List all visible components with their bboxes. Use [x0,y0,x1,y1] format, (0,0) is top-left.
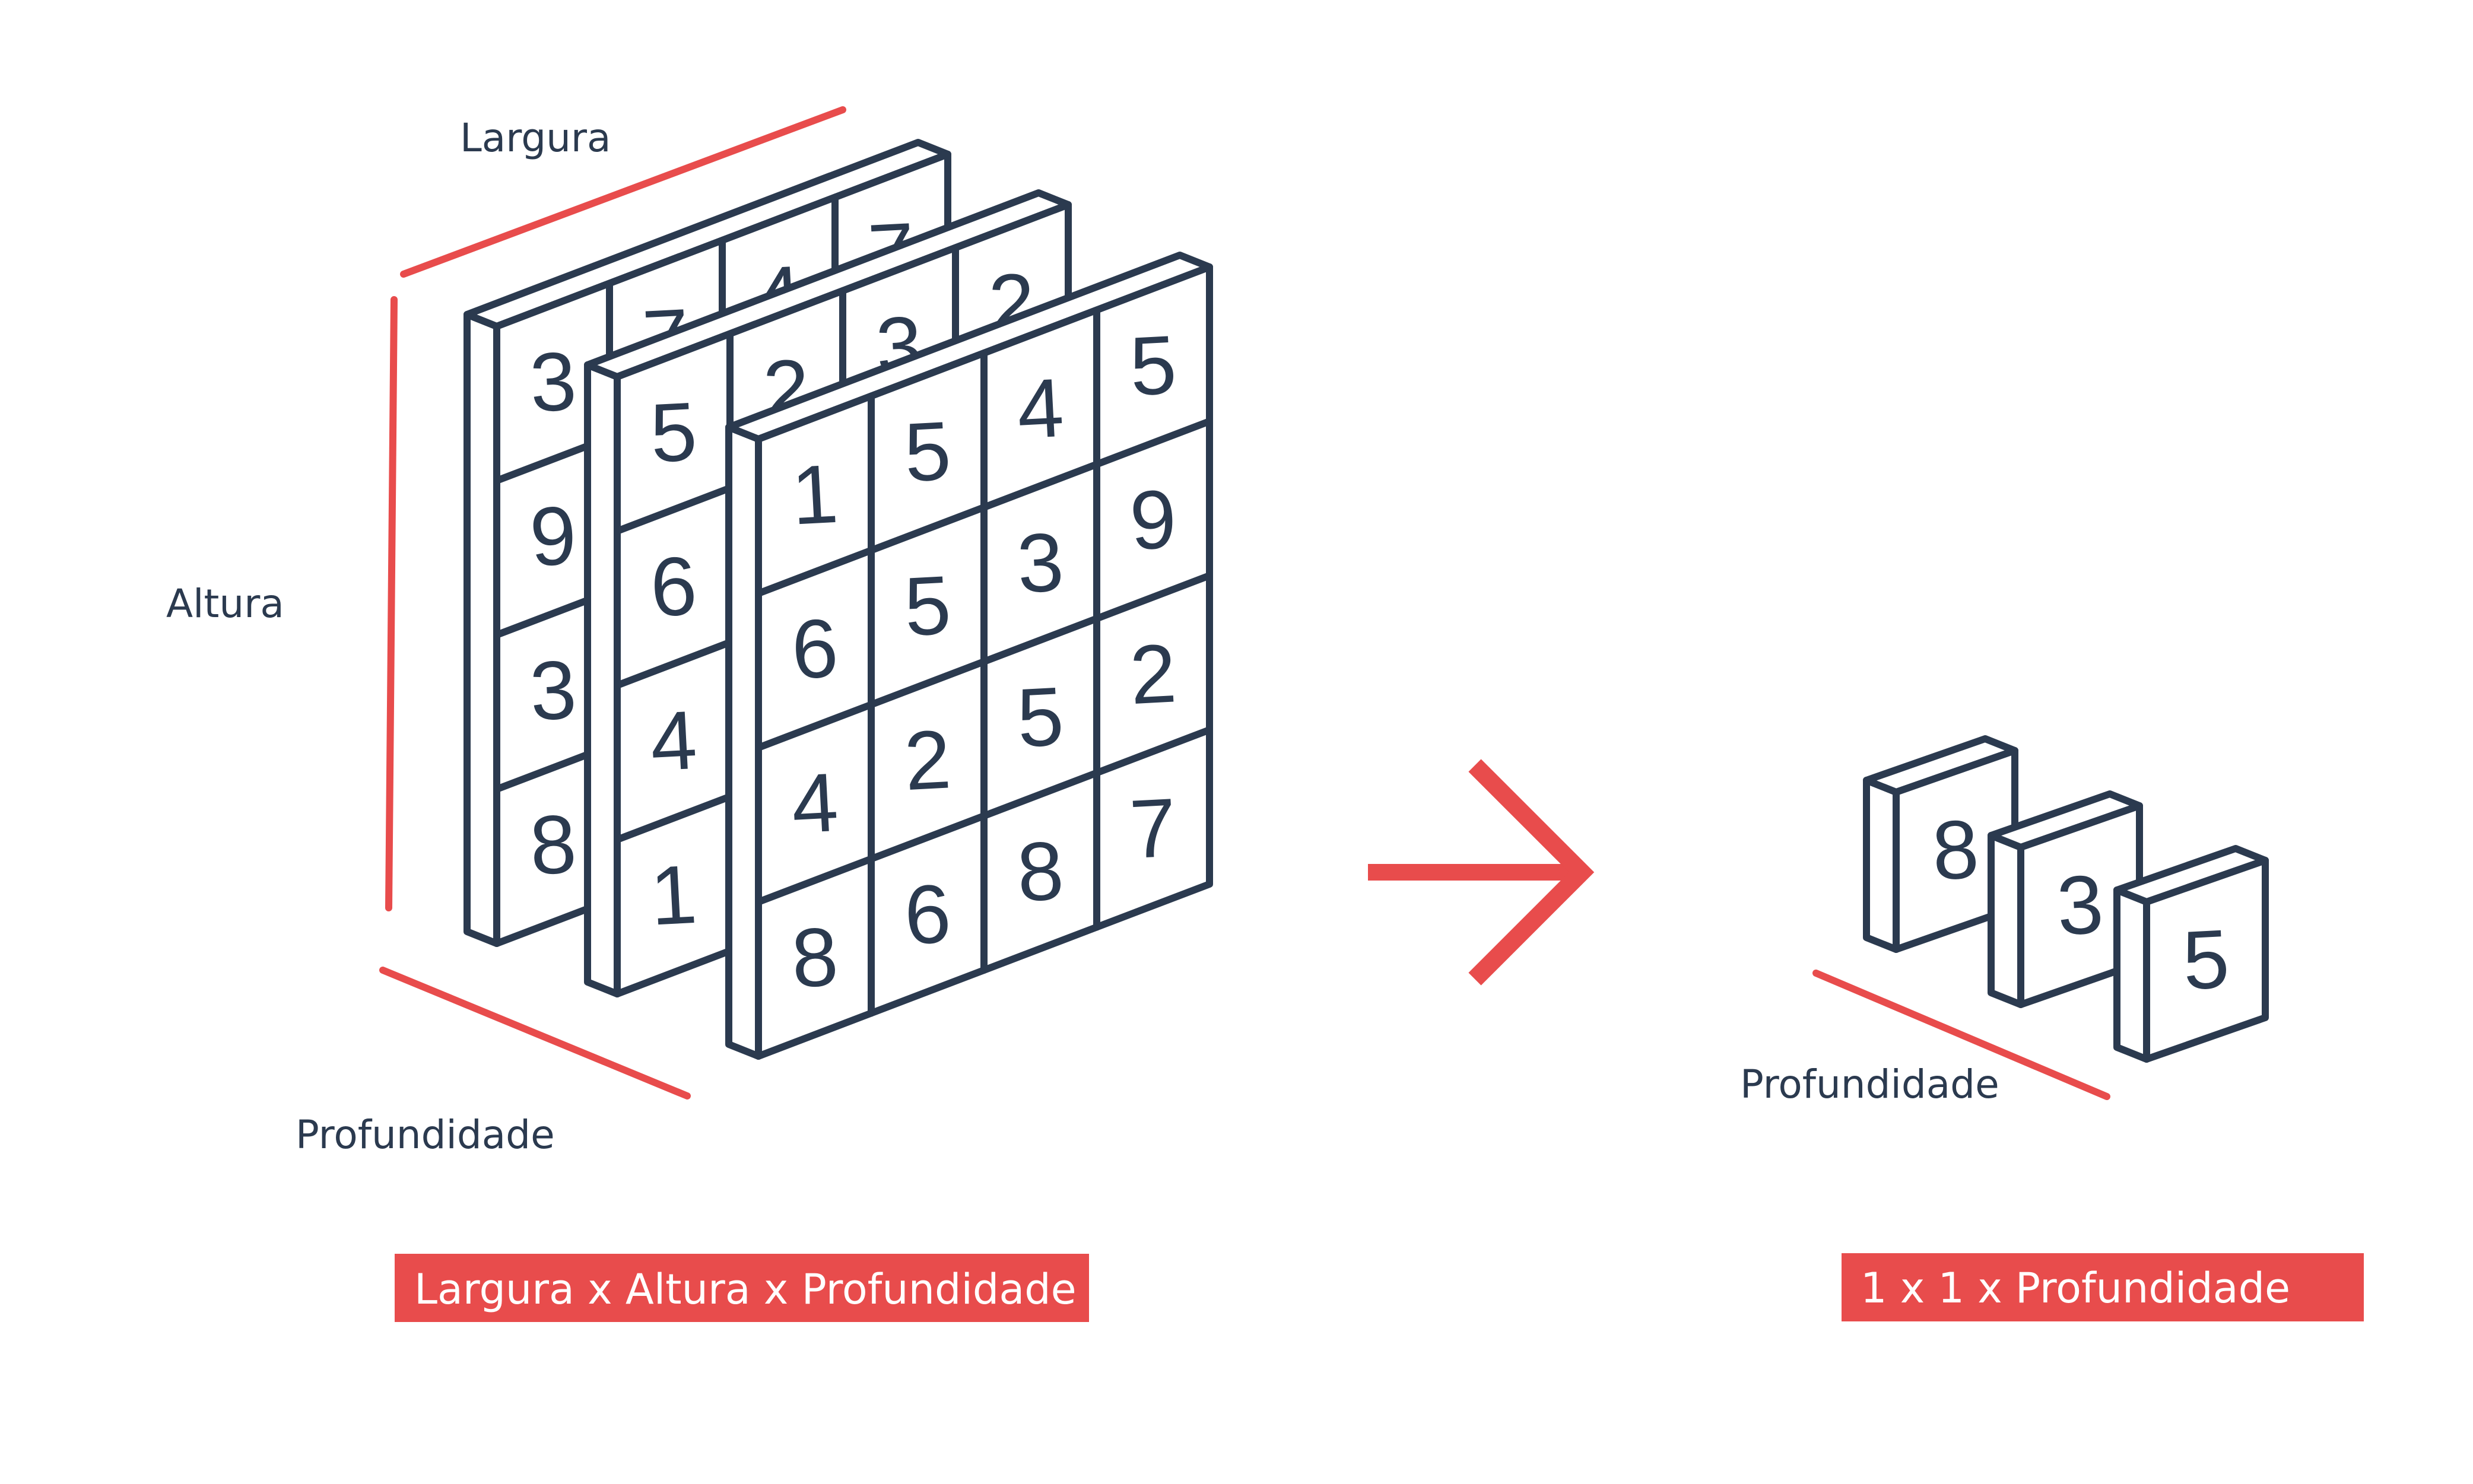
depth-label-right: Profundidade [1740,1062,1999,1107]
depth-dimension-line-left [379,967,691,1100]
output-value-block: 5 [2113,845,2269,1063]
panel-cell-value: 9 [1128,472,1179,567]
panel-cell-value: 4 [648,693,699,789]
panel-cell-value: 8 [528,797,579,892]
panel-cell-value: 8 [1015,824,1066,919]
panel-cell-value: 3 [1015,515,1066,611]
depth-label-left: Profundidade [296,1112,555,1158]
panel-cell-value: 1 [789,447,840,542]
panel-cell-value: 5 [648,384,699,480]
panel-cell-value: 5 [902,558,953,653]
block-front-face [2143,857,2269,1063]
block-side-face [1988,832,2024,1008]
panel-side-face [584,361,621,997]
panel-side-face [725,424,762,1060]
output-vector: 835 [1863,735,2269,1063]
panel-cell-value: 9 [528,488,579,584]
depth-dimension-line-right [1812,970,2110,1100]
panel-grid-row-line [755,572,1213,751]
panel-cell-value: 3 [528,643,579,738]
panel-cell-value: 5 [1015,669,1066,765]
block-side-face [2113,886,2150,1063]
panel-cell-value: 5 [902,403,953,499]
input-formula-text: Largura x Altura x Profundidade [414,1265,1077,1314]
panel-cell-value: 2 [902,712,953,808]
panel-cell-value: 6 [789,601,840,697]
output-value-block: 3 [1988,790,2143,1008]
block-value: 8 [1930,802,1981,898]
panel-cell-value: 4 [789,755,840,851]
output-formula-badge: 1 x 1 x Profundidade [1842,1253,2364,1321]
input-volume: 374793852326411545653942528687 [464,139,1213,1060]
output-formula-text: 1 x 1 x Profundidade [1861,1264,2290,1313]
block-side-face [1863,777,1900,953]
panel-cell-value: 4 [1015,361,1066,456]
panel-cell-value: 5 [1128,317,1179,413]
panel-grid-row-line [755,726,1213,905]
height-dimension-line [385,296,398,911]
width-dimension-line [400,106,846,278]
width-label: Largura [460,115,611,161]
panel-cell-value: 7 [1128,780,1179,876]
output-value-block: 8 [1863,735,2018,953]
panel-cell-value: 1 [648,847,699,943]
panel-side-face [464,311,500,947]
block-value: 5 [2180,912,2231,1008]
panel-cell-value: 6 [902,866,953,962]
height-label: Altura [166,581,284,627]
block-value: 3 [2055,857,2106,953]
panel-cell-value: 2 [1128,626,1179,722]
panel-cell-value: 8 [789,910,840,1005]
input-formula-badge: Largura x Altura x Profundidade [395,1254,1089,1322]
panel-cell-value: 6 [648,539,699,634]
arrow-right-icon [1368,759,1595,986]
panel-cell-value: 3 [528,334,579,430]
